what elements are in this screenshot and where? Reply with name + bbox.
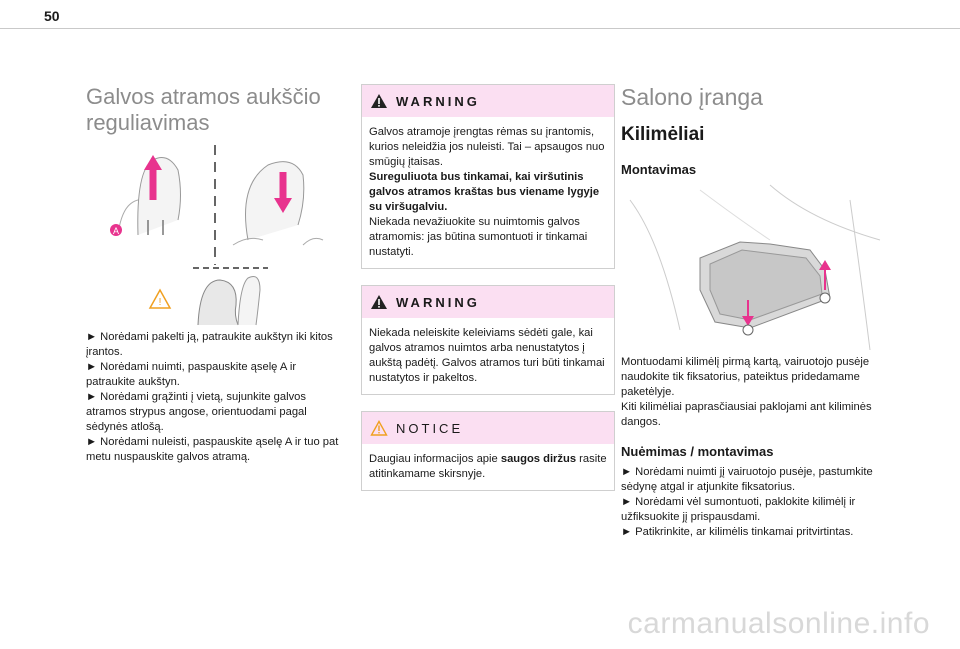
watermark: carmanualsonline.info: [627, 607, 930, 640]
warning-header: WARNING: [362, 85, 614, 117]
headrest-instructions: ► Norėdami pakelti ją, patraukite aukšty…: [86, 330, 344, 465]
svg-text:!: !: [159, 297, 162, 308]
instruction-refit: ► Norėdami grąžinti į vietą, sujunkite g…: [86, 391, 307, 433]
warnings-column: WARNING Galvos atramoje įrengtas rėmas s…: [361, 84, 615, 507]
warning-icon: [371, 94, 387, 108]
warning-box-1: WARNING Galvos atramoje įrengtas rėmas s…: [361, 84, 615, 269]
instruction-remove: ► Norėdami nuimti, paspauskite ąselę A i…: [86, 361, 297, 388]
warning-text: Niekada neleiskite keleiviams sėdėti gal…: [369, 327, 605, 384]
callout-a-label: A: [113, 226, 119, 236]
warning-triangle-icon: [148, 288, 172, 309]
removal-step: ► Norėdami nuimti jį vairuotojo pusėje, …: [621, 466, 873, 493]
notice-box: NOTICE Daugiau informacijos apie saugos …: [361, 411, 615, 491]
seatbelts-reference: saugos diržus: [500, 453, 577, 465]
warning-box-2: WARNING Niekada neleiskite keleiviams sė…: [361, 285, 615, 395]
warning-text: Niekada nevažiuokite su nuimtomis galvos…: [369, 216, 588, 258]
header-rule: [0, 28, 960, 29]
fitting-paragraph: Montuodami kilimėlį pirmą kartą, vairuot…: [621, 356, 870, 398]
warning-label: WARNING: [396, 294, 480, 310]
notice-label: NOTICE: [396, 420, 464, 436]
subsection-title: Kilimėliai: [621, 124, 705, 145]
warning-text-bold: Sureguliuota bus tinkamai, kai viršutini…: [369, 171, 600, 213]
callout-a-marker: [110, 224, 122, 236]
section-title: Galvos atramos aukščio reguliavimas: [86, 84, 344, 136]
interior-section: Salono įranga Kilimėliai Montavimas: [621, 84, 896, 177]
instruction-lower: ► Norėdami nuleisti, paspauskite ąselę A…: [86, 436, 339, 463]
fitting-text: Montuodami kilimėlį pirmą kartą, vairuot…: [621, 355, 896, 540]
notice-icon: [370, 420, 388, 436]
section-title-line2: reguliavimas: [86, 110, 210, 135]
notice-header: NOTICE: [362, 412, 614, 444]
instruction-raise: ► Norėdami pakelti ją, patraukite aukšty…: [86, 331, 333, 358]
headrest-illustration: A !: [110, 145, 324, 326]
section-title-line1: Galvos atramos aukščio: [86, 84, 321, 109]
removal-step: ► Norėdami vėl sumontuoti, paklokite kil…: [621, 496, 856, 523]
removal-title: Nuėmimas / montavimas: [621, 444, 774, 459]
headrest-section: Galvos atramos aukščio reguliavimas: [86, 84, 344, 136]
notice-text: Daugiau informacijos apie saugos diržus …: [369, 453, 607, 480]
warning-label: WARNING: [396, 93, 480, 109]
removal-step: ► Patikrinkite, ar kilimėlis tinkamai pr…: [621, 526, 854, 538]
warning-text: Galvos atramoje įrengtas rėmas su įranto…: [369, 126, 605, 168]
floor-mat-illustration: [629, 184, 881, 351]
warning-icon: [371, 295, 387, 309]
warning-header: WARNING: [362, 286, 614, 318]
section-title: Salono įranga: [621, 84, 763, 110]
fitting-title: Montavimas: [621, 162, 697, 177]
fitting-paragraph: Kiti kilimėliai paprasčiausiai paklojami…: [621, 401, 872, 428]
page-number: 50: [44, 8, 60, 24]
